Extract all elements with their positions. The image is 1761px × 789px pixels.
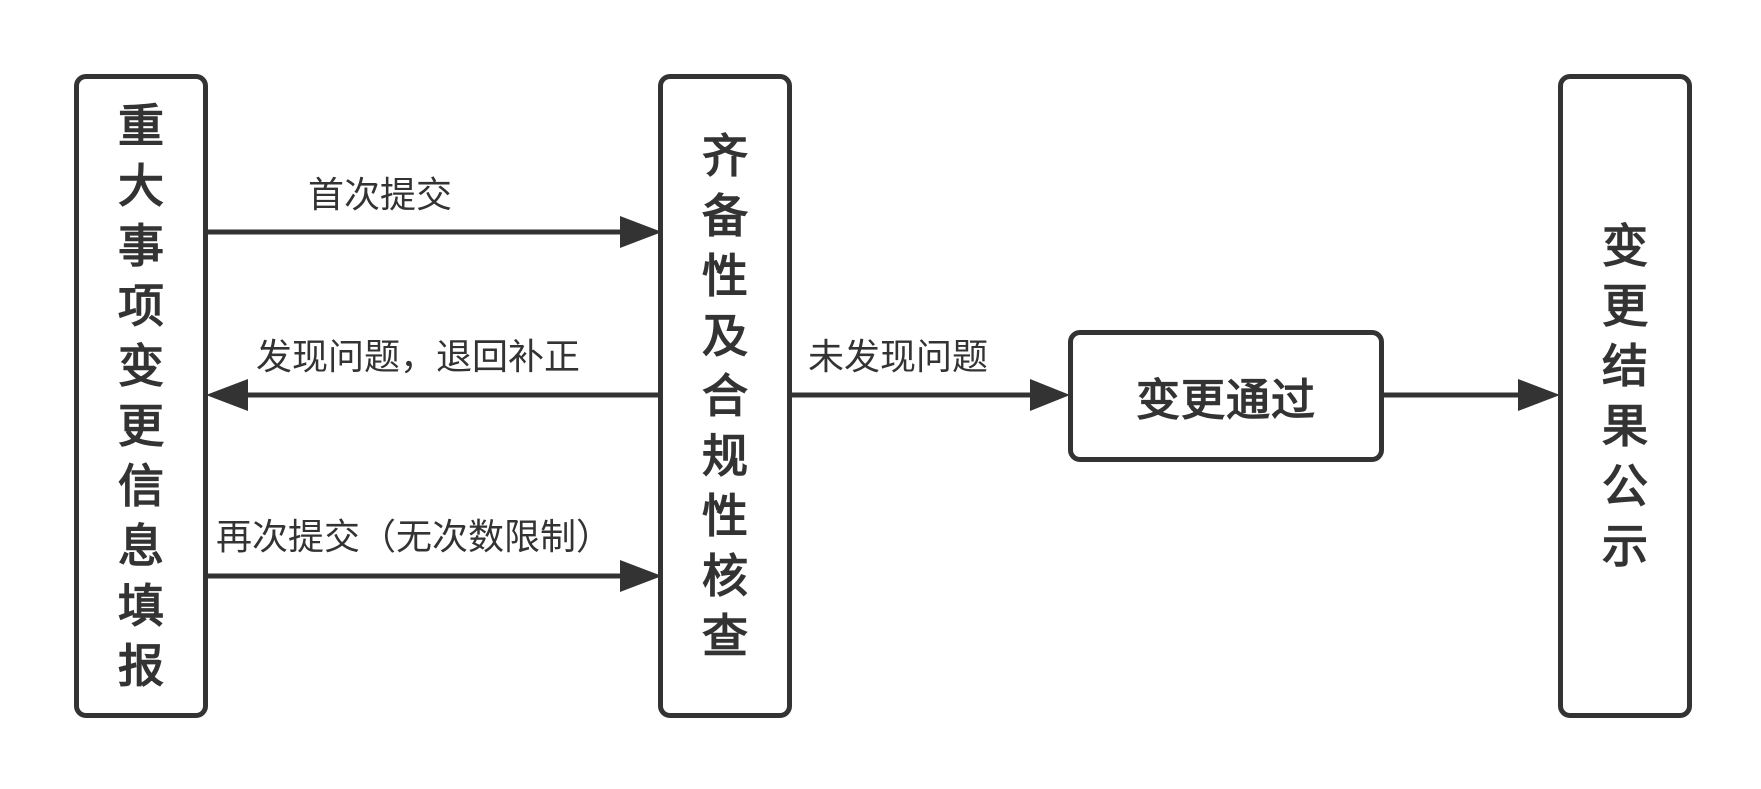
node-result-publish: 变更结果公示 (1558, 74, 1692, 718)
arrow-resubmit-head (620, 560, 662, 592)
arrow-first-submit-head (620, 216, 662, 248)
node-change-passed: 变更通过 (1068, 330, 1384, 462)
arrow-return-head (206, 379, 248, 411)
edge-label-no-issue: 未发现问题 (808, 337, 989, 378)
node-result-publish-label: 变更结果公示 (1602, 219, 1648, 573)
edge-label-first-submit: 首次提交 (308, 175, 453, 216)
node-change-passed-label: 变更通过 (1136, 375, 1316, 426)
edge-label-resubmit: 再次提交（无次数限制） (216, 517, 613, 558)
node-fill-report: 重大事项变更信息填报 (74, 74, 208, 718)
node-compliance-check-label: 齐备性及合规性核查 (702, 129, 748, 663)
edge-label-return-fix: 发现问题，退回补正 (256, 337, 581, 378)
node-fill-report-label: 重大事项变更信息填报 (118, 99, 164, 693)
arrow-no-issue-head (1030, 379, 1070, 411)
node-compliance-check: 齐备性及合规性核查 (658, 74, 792, 718)
arrow-publish-head (1518, 379, 1560, 411)
